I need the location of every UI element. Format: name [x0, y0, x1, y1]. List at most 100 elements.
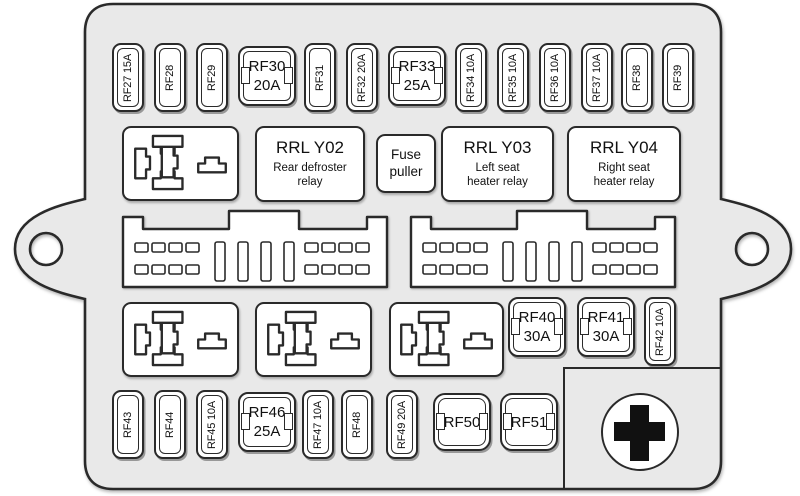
- fuse-rf42: RF42 10A: [644, 297, 676, 366]
- fuse-frame: RF32 20A: [351, 48, 373, 107]
- fuse-rf37: RF37 10A: [581, 43, 613, 112]
- fuse-label: RF46: [248, 403, 286, 421]
- fuse-frame: RF43: [117, 395, 139, 454]
- fuse-frame: RF45 10A: [201, 395, 223, 454]
- fuse-notch: [284, 67, 293, 84]
- fuse-rf47: RF47 10A: [302, 390, 334, 459]
- fuse-rf32: RF32 20A: [346, 43, 378, 112]
- fuse-amp: 30A: [592, 328, 620, 345]
- relay-desc: heater relay: [467, 176, 528, 188]
- fuse-label: RF49 20A: [396, 400, 408, 449]
- fuse-label: RF48: [351, 411, 364, 438]
- fuse-rf36: RF36 10A: [539, 43, 571, 112]
- fuse-rf43: RF43: [112, 390, 144, 459]
- fuse-frame: RF48: [346, 395, 368, 454]
- battery-positive-terminal: [601, 393, 679, 471]
- fuse-rf46: RF46 25A: [238, 392, 296, 452]
- fuse-amp: 25A: [403, 77, 431, 94]
- fuse-frame: RF28: [159, 48, 181, 107]
- fuse-notch: [511, 318, 520, 335]
- fuse-frame: RF27 15A: [117, 48, 139, 107]
- fuse-notch: [554, 318, 563, 335]
- fuse-rf30: RF30 20A: [238, 46, 296, 106]
- relay-socket: [122, 302, 239, 377]
- connector-block: [121, 209, 389, 289]
- fuse-rf45: RF45 10A: [196, 390, 228, 459]
- fuse-label: RF37 10A: [591, 53, 603, 102]
- fuse-frame: RF36 10A: [544, 48, 566, 107]
- fuse-frame: RF47 10A: [307, 395, 329, 454]
- fuse-frame: RF42 10A: [649, 302, 671, 361]
- fuse-puller-label: puller: [389, 163, 423, 179]
- relay-pins-icon: [128, 308, 233, 371]
- fuse-notch: [479, 413, 488, 430]
- relay-code: RRL Y04: [589, 138, 659, 158]
- fuse-notch: [436, 413, 445, 430]
- fuse-puller-label: Fuse: [390, 146, 421, 162]
- relay-socket: [255, 302, 372, 377]
- relay-label-rrl-y03: RRL Y03 Left seat heater relay: [441, 126, 554, 202]
- fuse-frame: RF41 30A: [582, 302, 630, 352]
- relay-pins-icon: [395, 308, 498, 371]
- fuse-frame: RF49 20A: [391, 395, 413, 454]
- fuse-rf39: RF39: [662, 43, 694, 112]
- fuse-notch: [391, 67, 400, 84]
- fuse-frame: RF35 10A: [502, 48, 524, 107]
- fuse-notch: [241, 413, 250, 430]
- fuse-label: RF47 10A: [312, 400, 324, 449]
- fuse-puller-slot: Fuse puller: [376, 134, 436, 193]
- fuse-amp: 20A: [253, 77, 281, 94]
- fuse-label: RF34 10A: [465, 53, 477, 102]
- fuse-label: RF51: [510, 413, 548, 431]
- relay-desc: heater relay: [593, 176, 655, 188]
- fuse-label: RF35 10A: [507, 53, 519, 102]
- fuse-notch: [284, 413, 293, 430]
- relay-socket: [122, 126, 239, 201]
- relay-desc: Rear defroster: [273, 162, 347, 175]
- fuse-label: RF44: [164, 411, 177, 438]
- fuse-label: RF45 10A: [206, 400, 218, 449]
- fuse-label: RF41: [587, 308, 625, 326]
- fuse-rf35: RF35 10A: [497, 43, 529, 112]
- fuse-frame: RF37 10A: [586, 48, 608, 107]
- fuse-frame: RF29: [201, 48, 223, 107]
- fuse-label: RF42 10A: [654, 307, 666, 356]
- fuse-frame: RF31: [309, 48, 331, 107]
- fuse-label: RF32 20A: [356, 53, 368, 102]
- relay-code: RRL Y02: [275, 138, 345, 158]
- fuse-frame: RF39: [667, 48, 689, 107]
- fuse-label: RF36 10A: [549, 53, 561, 102]
- battery-positive-icon: [630, 405, 649, 461]
- fuse-label: RF30: [248, 57, 286, 75]
- relay-code: RRL Y03: [463, 138, 532, 158]
- connector-block: [409, 209, 677, 289]
- fuse-label: RF27 15A: [122, 53, 134, 102]
- fuse-label: RF39: [672, 64, 685, 91]
- fuse-notch: [623, 318, 632, 335]
- fuse-label: RF38: [631, 64, 644, 91]
- fuse-amp: 25A: [253, 423, 281, 440]
- fuse-rf29: RF29: [196, 43, 228, 112]
- relay-socket: [389, 302, 504, 377]
- relay-label-rrl-y04: RRL Y04 Right seat heater relay: [567, 126, 681, 202]
- fuse-label: RF43: [122, 411, 135, 438]
- relay-pins-icon: [261, 308, 366, 371]
- fuse-frame: RF44: [159, 395, 181, 454]
- fuse-rf48: RF48: [341, 390, 373, 459]
- fuse-label: RF29: [206, 64, 219, 91]
- fuse-notch: [241, 67, 250, 84]
- battery-terminal-region: [563, 367, 720, 488]
- fuse-rf44: RF44: [154, 390, 186, 459]
- fuse-label: RF28: [164, 64, 177, 91]
- relay-desc: relay: [297, 176, 323, 188]
- relay-label-rrl-y02: RRL Y02 Rear defroster relay: [255, 126, 365, 202]
- fuse-rf38: RF38: [621, 43, 653, 112]
- fuse-notch: [546, 413, 555, 430]
- fuse-label: RF31: [314, 64, 327, 91]
- fuse-rf28: RF28: [154, 43, 186, 112]
- fuse-amp: 30A: [523, 328, 551, 345]
- fuse-label: RF50: [443, 413, 481, 431]
